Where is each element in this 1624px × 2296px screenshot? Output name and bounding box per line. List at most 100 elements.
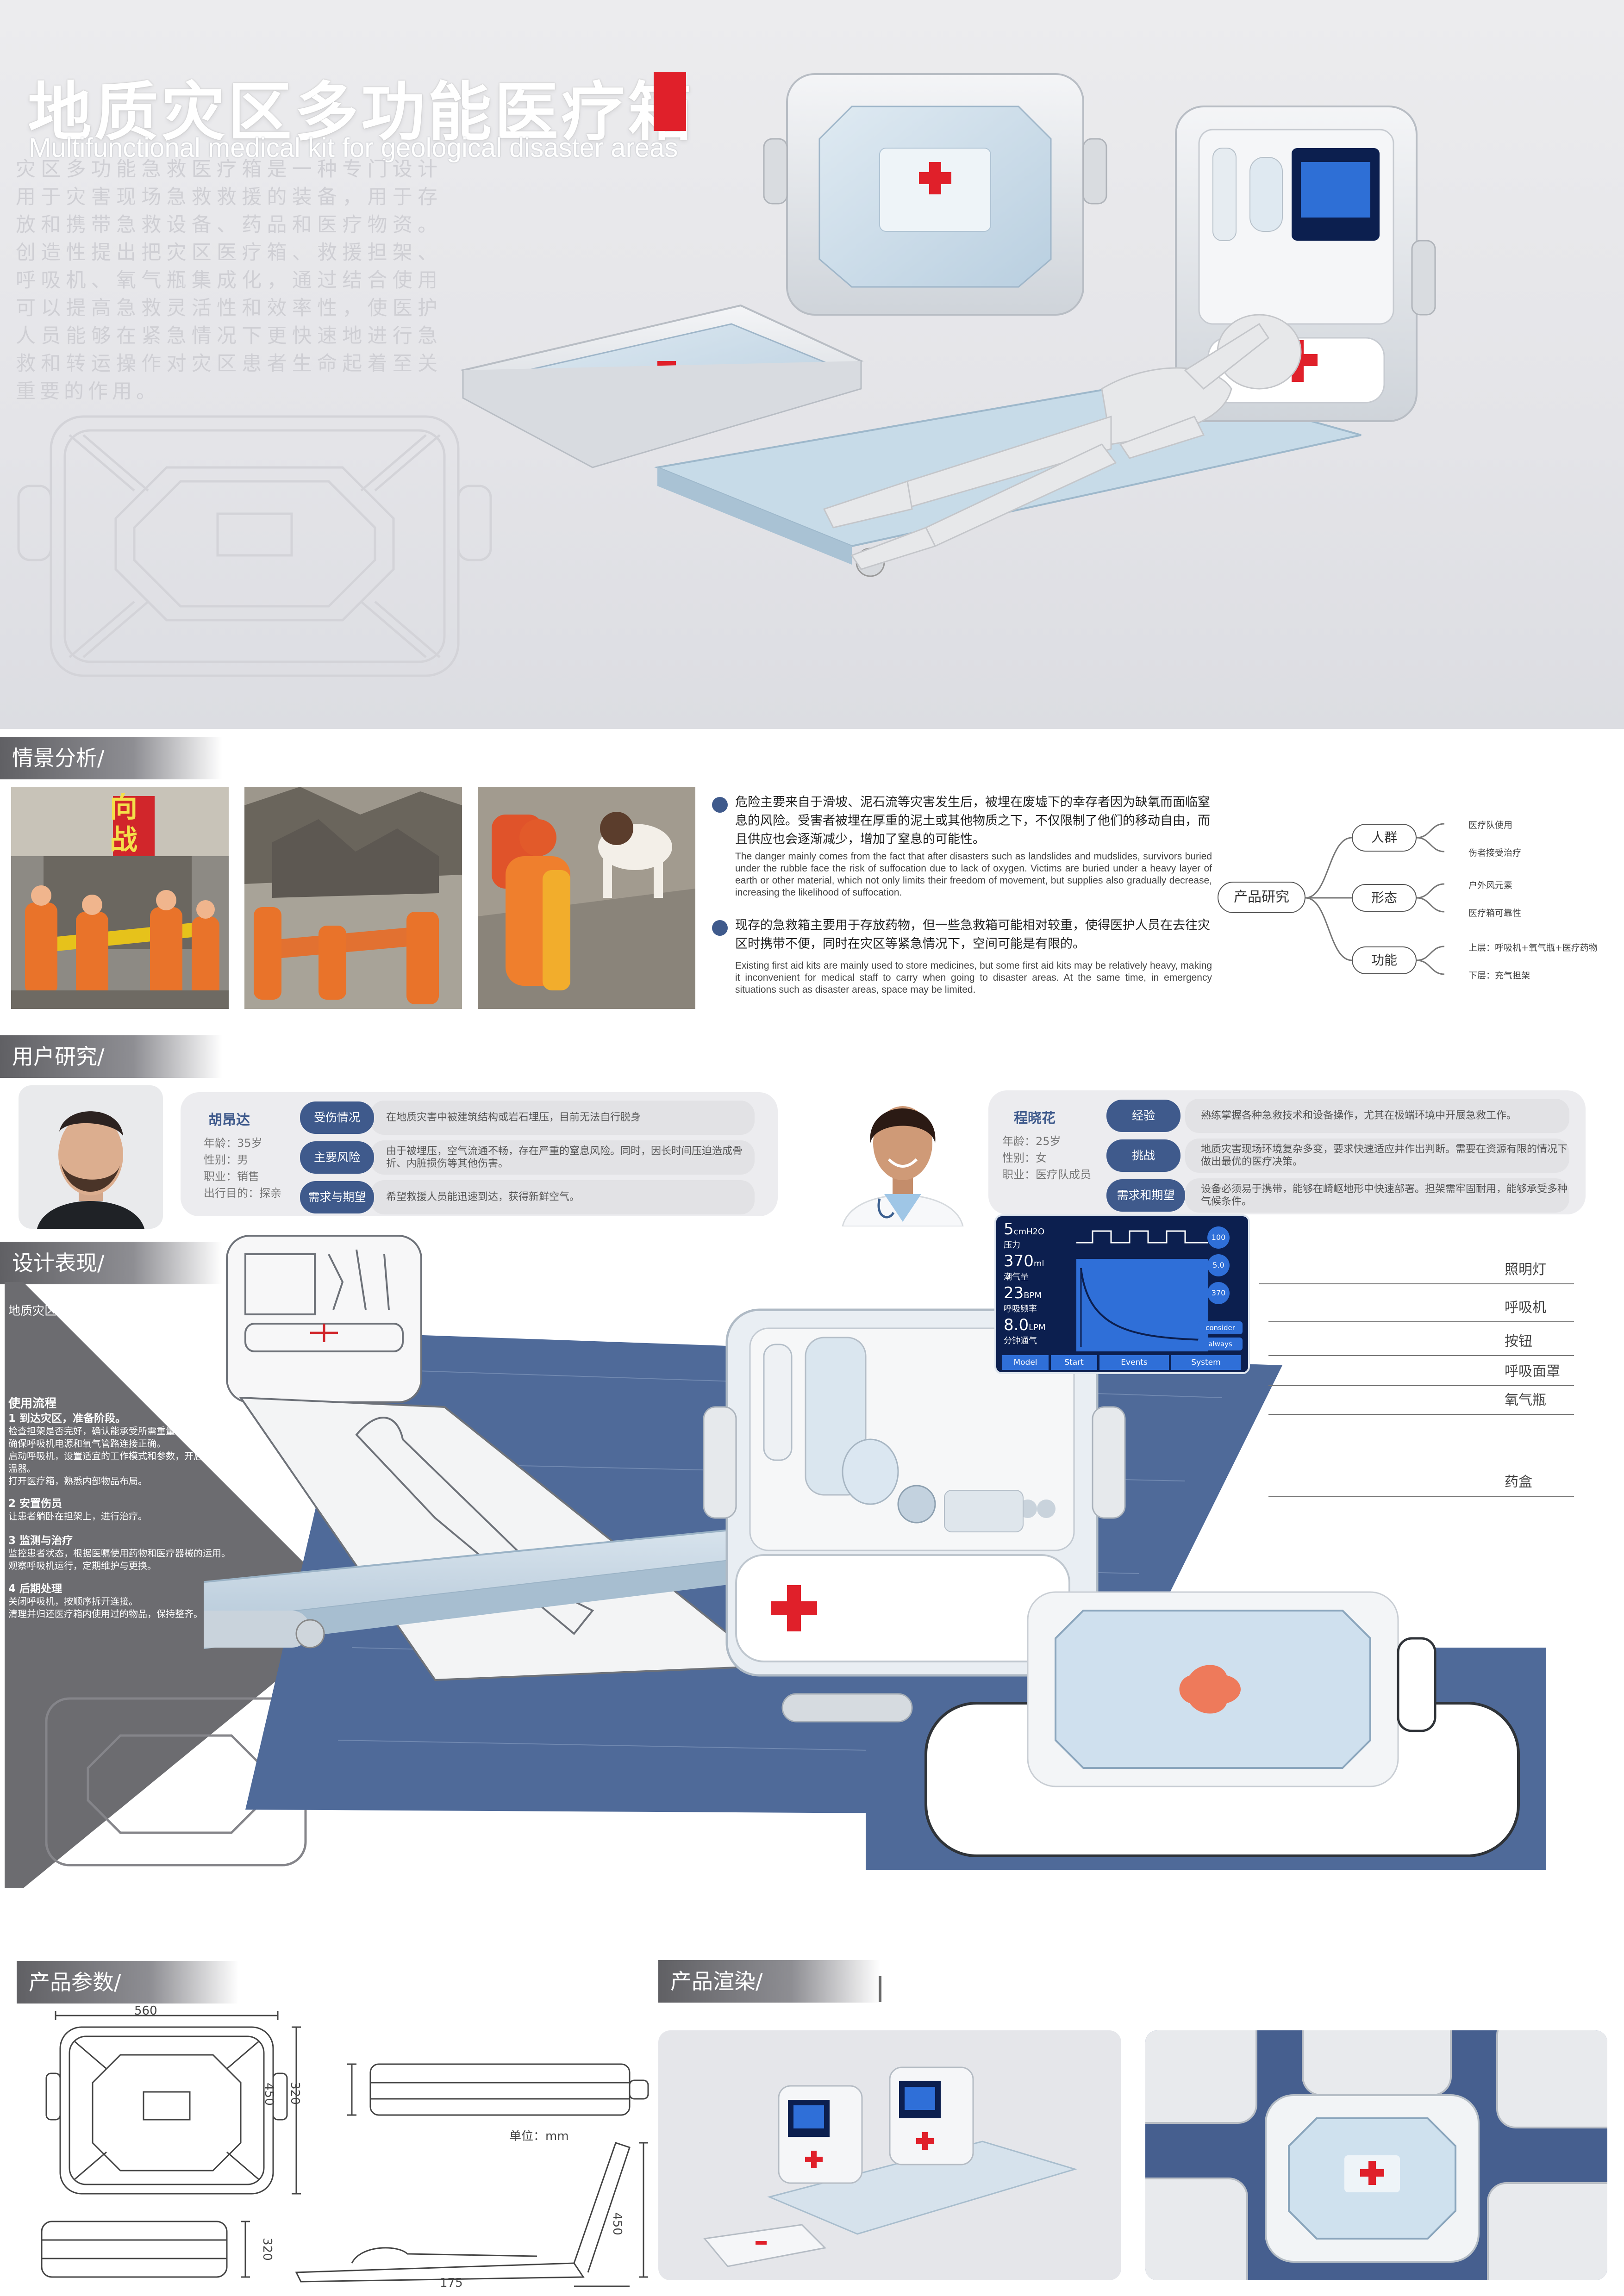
flow-title: 使用流程 [8,1397,57,1411]
render-image-top-view [1145,2030,1607,2280]
bullet-dot [712,920,728,936]
section-design: 设计表现/ [0,1242,222,1284]
user-1-age: 年龄：35岁 [204,1137,262,1150]
dim-depth-label: 320 [287,2082,302,2105]
screen-value: 370 [1004,1252,1034,1270]
screen-side-value: 5.0 [1207,1254,1230,1276]
scene-text-en-1: The danger mainly comes from the fact th… [735,851,1212,898]
tag-challenge: 挑战 [1106,1139,1181,1172]
render-divider [879,1976,881,2002]
screen-value: 23 [1004,1284,1024,1302]
callout-line [1259,1283,1574,1284]
mindmap-leaf: 下层：充气担架 [1468,971,1530,981]
dimension-drawings [41,2011,649,2287]
render-image-unfolded [658,2030,1121,2280]
scene-text-en-2: Existing first aid kits are mainly used … [735,960,1212,995]
mindmap-node-function: 功能 [1352,946,1417,974]
callout-light: 照明灯 [1505,1262,1546,1278]
screen-tab-system[interactable]: System [1171,1355,1241,1370]
step-line: 让患者躺卧在担架上，进行治疗。 [8,1511,147,1522]
flow-step-1: 1 到达灾区，准备阶段。 检查担架是否完好，确认能承受所需重量。 确保呼吸机电源… [8,1412,231,1487]
rescue-photo-stretcher [11,787,229,1009]
callout-line [1268,1496,1574,1497]
step-line: 关闭呼吸机，按顺序拆开连接。 [8,1596,138,1607]
screen-side-value: 370 [1207,1282,1230,1304]
screen-unit: cmH2O [1013,1227,1045,1237]
dim-height-label: 450 [262,2083,276,2106]
row-text: 希望救援人员能迅速到达，获得新鲜空气。 [386,1191,580,1203]
screen-side-value: 100 [1207,1226,1230,1249]
step-title: 1 到达灾区，准备阶段。 [8,1412,126,1425]
screen-unit: BPM [1024,1291,1042,1300]
user-1-row-risk: 由于被埋压，空气流通不畅，存在严重的窒息风险。同时，因长时间压迫造成骨折、内脏损… [370,1140,755,1175]
step-line: 观察呼吸机运行，定期维护与更换。 [8,1560,156,1571]
step-line: 监控患者状态，根据医嘱使用药物和医疗器械的运用。 [8,1548,231,1559]
tag-experience: 经验 [1106,1100,1181,1132]
step-line: 确保呼吸机电源和氧气管路连接正确。 [8,1438,166,1449]
screen-label: 压力 [1004,1240,1020,1250]
mindmap-leaf: 上层：呼吸机+氧气瓶+医疗药物 [1468,943,1598,953]
screen-value-minute: 8.0LPM 分钟通气 [1004,1316,1046,1346]
tag-injury: 受伤情况 [300,1101,374,1134]
dim-thick-label: 175 [440,2276,463,2290]
mindmap-leaf: 伤者接受治疗 [1468,848,1522,858]
page-subtitle: Multifunctional medical kit for geologic… [29,133,678,163]
user-1-name: 胡昂达 [208,1112,250,1128]
callout-line [1268,1385,1574,1386]
screen-tab-events[interactable]: Events [1099,1355,1169,1370]
tag-needs: 需求与期望 [300,1181,374,1213]
page-title: 地质灾区多功能医疗箱 [28,75,695,149]
step-line: 检查担架是否完好，确认能承受所需重量。 [8,1425,184,1437]
callout-line [1268,1355,1574,1356]
user-1-row-injury: 在地质灾害中被建筑结构或岩石埋压，目前无法自行脱身 [370,1101,755,1135]
mindmap-root: 产品研究 [1218,882,1305,913]
row-text: 在地质灾害中被建筑结构或岩石埋压，目前无法自行脱身 [386,1112,641,1123]
callout-ventilator: 呼吸机 [1505,1300,1546,1316]
intro-paragraph: 灾区多功能急救医疗箱是一种专门设计用于灾害现场急救救援的装备，用于存放和携带急救… [16,158,442,403]
screen-value-tidal: 370ml 潮气量 [1004,1252,1044,1282]
user-1-job: 职业：销售 [204,1170,259,1183]
mindmap-leaf: 户外风元素 [1468,880,1513,890]
dim-height2-label: 450 [610,2212,624,2235]
screen-tab-model[interactable]: Model [1002,1355,1049,1370]
rescue-photo-rubble [244,787,462,1009]
step-line: 启动呼吸机，设置适宜的工作模式和参数，开启加湿加温器。 [8,1450,231,1474]
hero-product-render [460,73,1436,577]
row-text: 设备必须易于携带，能够在崎岖地形中快速部署。担架需牢固耐用，能够承受多种气候条件… [1201,1183,1568,1207]
row-text: 地质灾害现场环境复杂多变，要求快速适应并作出判断。需要在资源有限的情况下做出最优… [1201,1144,1568,1168]
scene-text-cn-2: 现存的急救箱主要用于存放药物，但一些急救箱可能相对较重，使得医护人员在去往灾区时… [735,918,1210,951]
screen-consider-button[interactable]: consider [1198,1321,1243,1334]
screen-value-rate: 23BPM 呼吸频率 [1004,1284,1042,1314]
user-2-row-experience: 熟练掌握各种急救技术和设备操作，尤其在极端环境中开展急救工作。 [1185,1099,1569,1133]
tag-risk: 主要风险 [300,1141,374,1174]
flow-step-4: 4 后期处理 关闭呼吸机，按顺序拆开连接。 清理并归还医疗箱内使用过的物品，保持… [8,1583,231,1620]
user-2-gender: 性别：女 [1002,1151,1047,1164]
screen-tab-start[interactable]: Start [1051,1355,1097,1370]
screen-unit: ml [1033,1259,1044,1269]
callout-line [1268,1414,1574,1415]
screen-label: 呼吸频率 [1004,1304,1037,1314]
user-2-row-challenge: 地质灾害现场环境复杂多变，要求快速适应并作出判断。需要在资源有限的情况下做出最优… [1185,1139,1569,1173]
tag-expectation: 需求和期望 [1106,1179,1185,1212]
user-avatar-doctor [842,1106,964,1226]
step-title: 4 后期处理 [8,1583,62,1595]
callout-pillbox: 药盒 [1505,1474,1532,1490]
row-text: 熟练掌握各种急救技术和设备操作，尤其在极端环境中开展急救工作。 [1201,1110,1517,1121]
unit-label: 单位：mm [509,2129,569,2143]
design-product-name: 地质灾区多功能医疗箱 [8,1304,129,1318]
mindmap-leaf: 医疗队使用 [1468,820,1513,830]
step-line: 清理并归还医疗箱内使用过的物品，保持整齐。 [8,1608,203,1619]
flow-step-2: 2 安置伤员 让患者躺卧在担架上，进行治疗。 [8,1498,231,1523]
callout-line [1268,1321,1574,1322]
photo-banner-text: 向战 [110,791,137,856]
screen-unit: LPM [1029,1323,1046,1332]
step-line: 打开医疗箱，熟悉内部物品布局。 [8,1475,147,1487]
mindmap-node-crowd: 人群 [1352,824,1417,852]
screen-always-button[interactable]: always [1198,1338,1243,1350]
dim-width-label: 560 [134,2004,157,2018]
screen-label: 分钟通气 [1004,1336,1037,1346]
case-outline-drawing [17,415,492,677]
design-illustration [204,1235,1546,1870]
step-title: 2 安置伤员 [8,1498,62,1510]
section-parameters: 产品参数/ [17,1961,239,2004]
